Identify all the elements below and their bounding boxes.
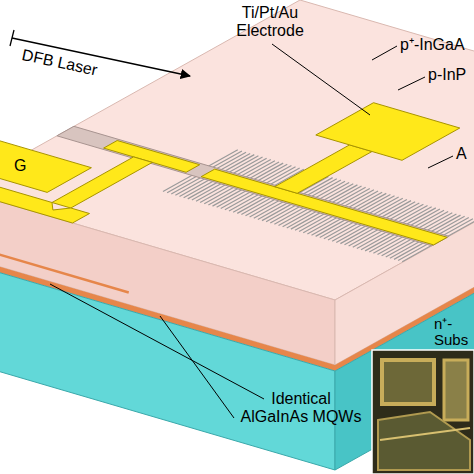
front-substrate — [0, 261, 335, 470]
layer-label: A — [456, 145, 467, 163]
electrode — [275, 145, 372, 193]
layer-label: p-InP — [428, 66, 466, 84]
leader-line — [428, 156, 453, 168]
mqw-label: Identical AlGaInAs MQWs — [238, 390, 364, 427]
leader-line — [160, 316, 234, 418]
layer-label: p⁺-InGaA — [400, 36, 465, 54]
leader-line — [272, 44, 370, 115]
leader-line — [372, 46, 397, 60]
electrode — [201, 169, 447, 245]
inset-photo — [372, 350, 474, 474]
taper-mqw — [0, 243, 129, 293]
substrate-label: n⁺- Subs — [434, 316, 471, 348]
section-label: DFB Laser — [20, 46, 99, 80]
electrode-label: Ti/Pt/Au Electrode — [222, 4, 318, 41]
electrode — [0, 137, 91, 193]
arrow-tick — [10, 30, 14, 46]
leader-line — [398, 77, 425, 90]
pad-label: G — [14, 157, 26, 175]
electrode — [316, 103, 460, 161]
leader-line — [50, 284, 264, 399]
